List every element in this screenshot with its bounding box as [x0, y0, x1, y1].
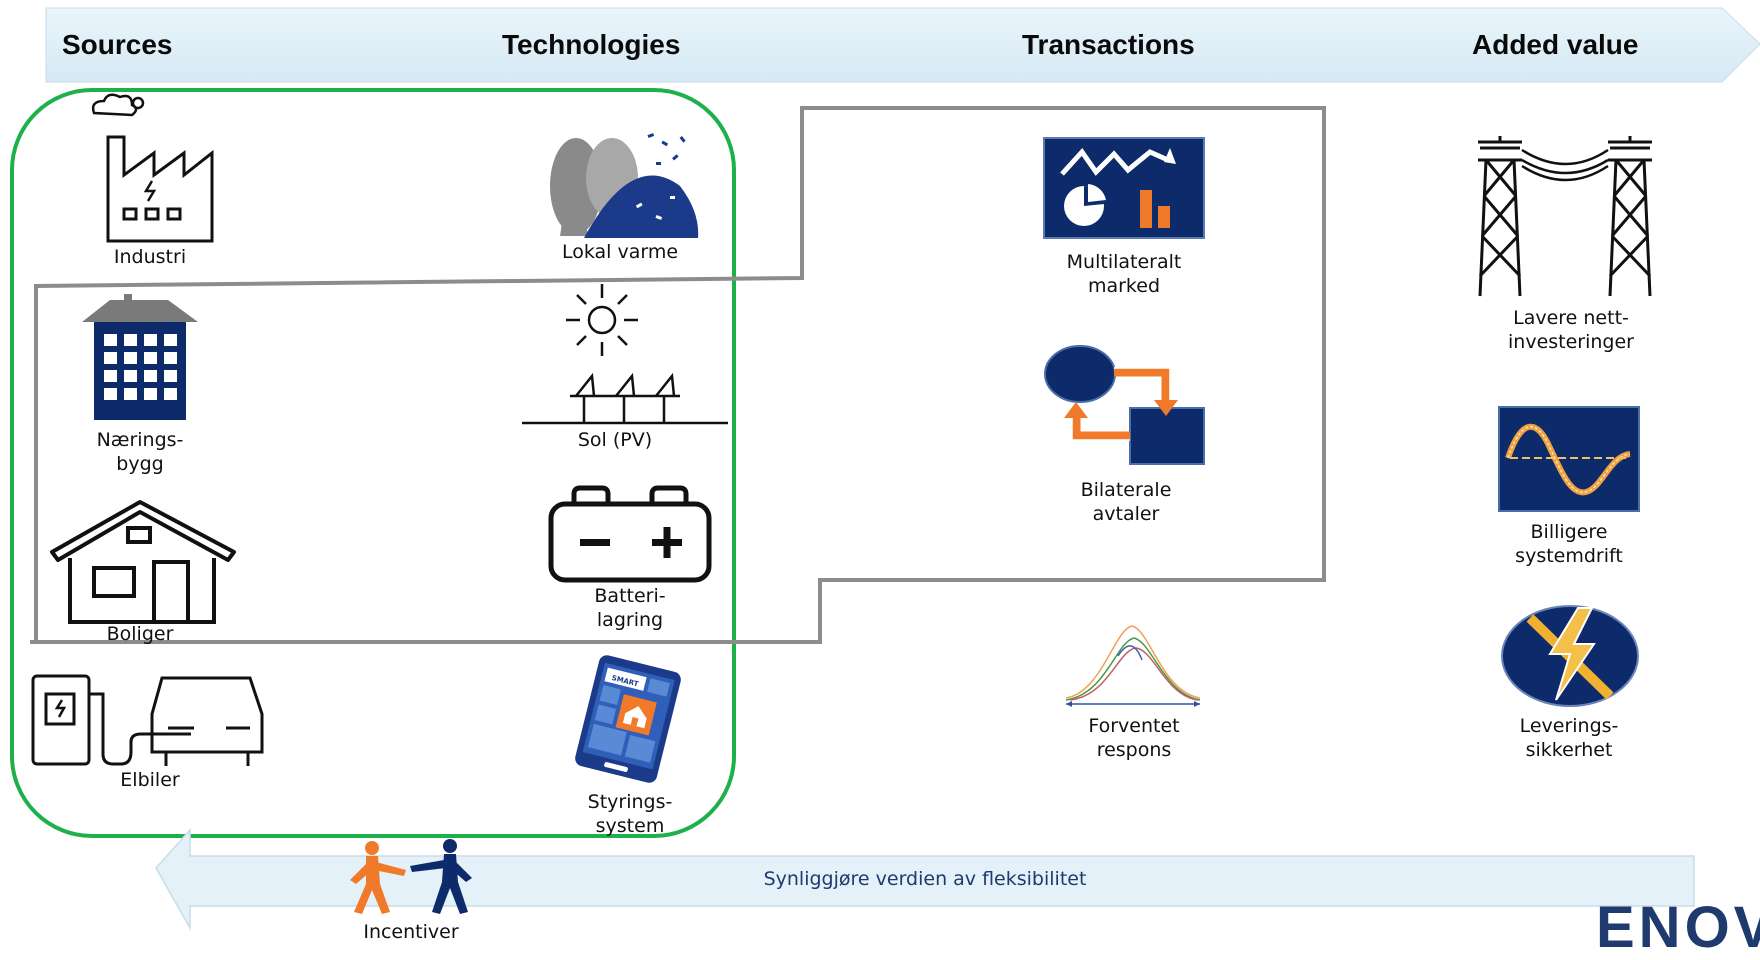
label-batteri-1: Batteri-	[594, 585, 666, 607]
label-forventet: Forventet respons	[1054, 714, 1214, 762]
header-technologies: Technologies	[502, 29, 681, 60]
enova-logo: ENOV	[1596, 895, 1760, 960]
expected-response-curve-icon	[1065, 625, 1201, 707]
label-lokal-varme: Lokal varme	[561, 241, 679, 263]
gray-frame	[30, 106, 1326, 644]
local-heat-forest-icon	[550, 133, 699, 238]
label-sol: Sol (PV)	[577, 429, 653, 451]
label-billigere-2: systemdrift	[1515, 545, 1623, 567]
incentive-people-icon	[350, 839, 472, 914]
bottom-arrow	[155, 828, 1695, 931]
label-styring-2: system	[595, 815, 665, 837]
label-leverings-1: Leverings-	[1519, 715, 1619, 737]
bottom-arrow-text: Synliggjøre verdien av fleksibilitet	[763, 868, 1087, 890]
label-styring: Styrings- system	[570, 790, 690, 838]
bilateral-exchange-icon	[1044, 345, 1205, 465]
label-bilaterale-1: Bilaterale	[1080, 479, 1172, 501]
label-bilaterale-2: avtaler	[1092, 503, 1160, 525]
label-multilateralt: Multilateralt marked	[1044, 250, 1204, 298]
label-boliger: Boliger	[106, 623, 174, 645]
label-incentiver: Incentiver	[363, 921, 459, 943]
battery-icon	[548, 485, 712, 583]
system-waveform-icon	[1498, 406, 1640, 512]
label-naeringsbygg-1: Nærings-	[96, 429, 184, 451]
label-lavere-1: Lavere nett-	[1513, 307, 1629, 329]
label-batteri-2: lagring	[596, 609, 664, 631]
factory-icon	[91, 93, 214, 243]
label-leverings-2: sikkerhet	[1525, 739, 1613, 761]
label-multilateralt-1: Multilateralt	[1066, 251, 1182, 273]
smart-control-tablet-icon: SMART	[575, 655, 681, 783]
label-multilateralt-2: marked	[1087, 275, 1161, 297]
label-forventet-1: Forventet	[1088, 715, 1180, 737]
house-icon	[50, 500, 236, 624]
label-lavere-2: investeringer	[1508, 331, 1634, 353]
header-arrow	[45, 7, 1760, 83]
header-added-value: Added value	[1472, 29, 1639, 60]
office-building-icon	[82, 294, 198, 420]
green-frame	[10, 88, 736, 838]
label-billigere: Billigere systemdrift	[1494, 520, 1644, 568]
market-chart-icon	[1043, 137, 1205, 239]
power-pylons-icon	[1478, 136, 1652, 297]
label-styring-1: Styrings-	[587, 791, 673, 813]
label-lavere: Lavere nett- investeringer	[1476, 306, 1666, 354]
label-naeringsbygg: Nærings- bygg	[80, 428, 200, 476]
label-leverings: Leverings- sikkerhet	[1494, 714, 1644, 762]
label-naeringsbygg-2: bygg	[116, 453, 164, 475]
label-batteri: Batteri- lagring	[570, 584, 690, 632]
header-sources: Sources	[62, 29, 173, 60]
ev-charger-car-icon	[31, 674, 264, 766]
header-transactions: Transactions	[1022, 29, 1195, 60]
label-industri: Industri	[113, 246, 187, 268]
label-forventet-2: respons	[1096, 739, 1172, 761]
label-billigere-1: Billigere	[1530, 521, 1608, 543]
label-bilaterale: Bilaterale avtaler	[1046, 478, 1206, 526]
solar-pv-icon	[522, 284, 728, 425]
label-elbiler: Elbiler	[120, 769, 180, 791]
supply-security-lightning-icon	[1501, 605, 1639, 707]
